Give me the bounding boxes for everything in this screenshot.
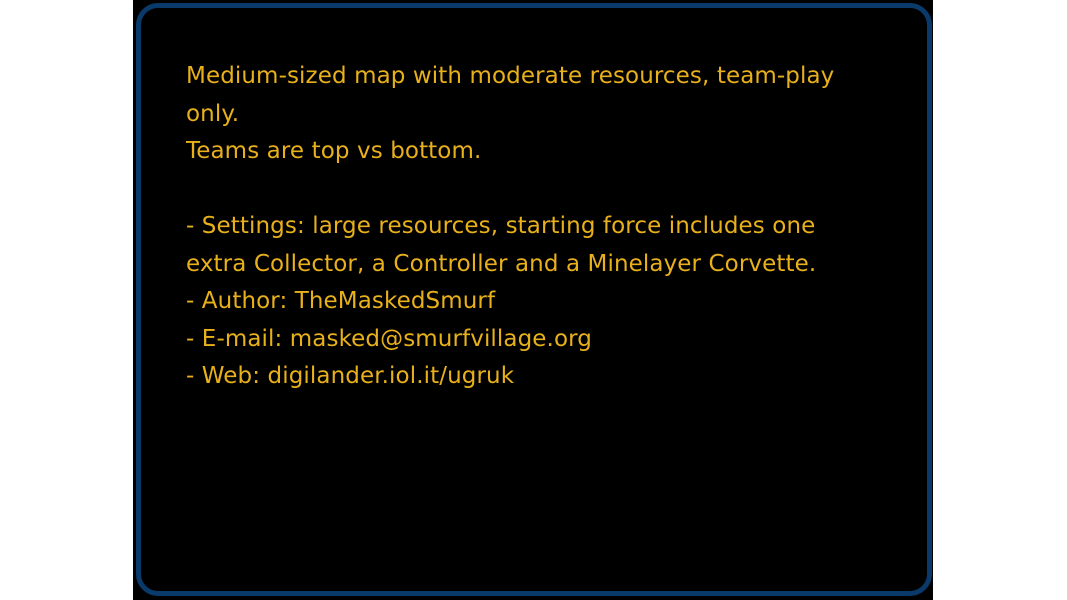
description-line-settings-cont: extra Collector, a Controller and a Mine… — [186, 250, 817, 277]
description-line: Teams are top vs bottom. — [186, 138, 482, 164]
description-line: Medium-sized map with moderate resources… — [186, 63, 835, 89]
description-line-web: - Web: digilander.iol.it/ugruk — [186, 363, 515, 389]
description-line-settings: - Settings: large resources, starting fo… — [186, 213, 816, 239]
description-line: only. — [186, 100, 240, 127]
description-line-email: - E-mail: masked@smurfvillage.org — [186, 325, 592, 352]
map-description-text: Medium-sized map with moderate resources… — [186, 58, 866, 396]
description-line-author: - Author: TheMaskedSmurf — [186, 288, 496, 314]
description-blank-line — [186, 171, 866, 209]
map-description-panel: Medium-sized map with moderate resources… — [136, 3, 932, 596]
game-screen: Medium-sized map with moderate resources… — [133, 0, 933, 600]
